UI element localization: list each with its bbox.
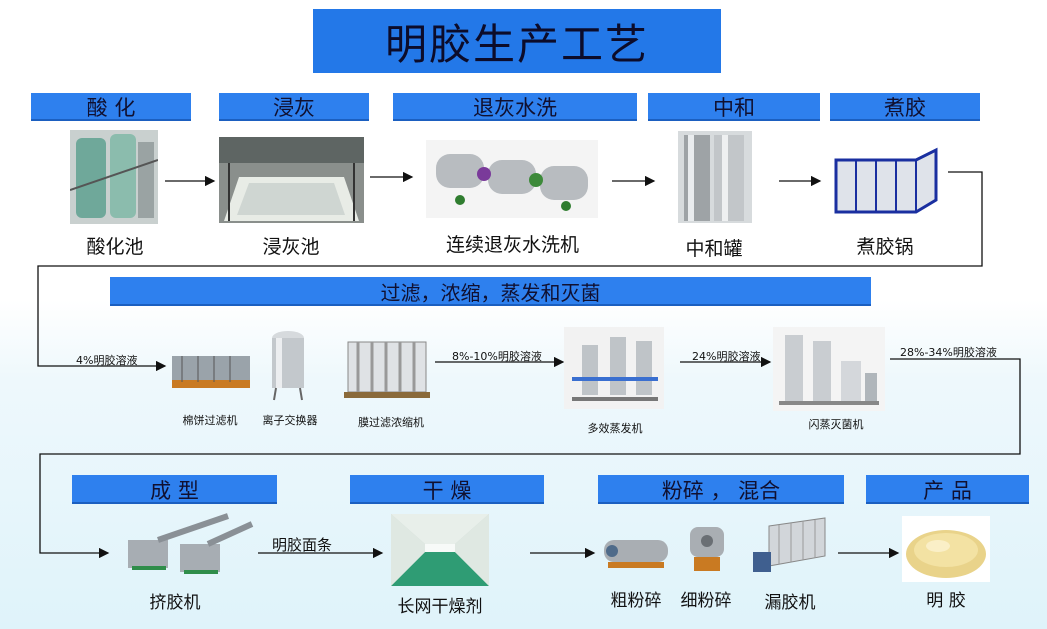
flow-label-8-10pct: 8%-10%明胶溶液 — [452, 350, 542, 363]
caption-lime-pool: 浸灰池 — [262, 236, 320, 258]
filter-press-image — [168, 342, 254, 394]
caption-fine-grinder: 细粉碎 — [680, 591, 732, 611]
dryer-image — [391, 514, 489, 586]
header-boiling: 煮胶 — [830, 93, 980, 121]
flow-label-4pct: 4%明胶溶液 — [76, 354, 138, 367]
wash-machine-image — [426, 140, 598, 218]
caption-evaporator: 多效蒸发机 — [587, 422, 643, 435]
gelatin-product-image — [902, 516, 990, 582]
membrane-filter-image — [338, 326, 436, 408]
header-drying: 干 燥 — [350, 475, 544, 504]
header-deliming-wash: 退灰水洗 — [393, 93, 637, 121]
boiling-pot-image — [826, 140, 944, 218]
connector-row1-row2 — [37, 171, 983, 372]
caption-flash-sterilizer: 闪蒸灭菌机 — [808, 418, 864, 431]
caption-acid-pool: 酸化池 — [86, 236, 144, 258]
caption-coarse-grinder: 粗粉碎 — [610, 591, 662, 611]
caption-filter-press: 棉饼过滤机 — [182, 414, 238, 427]
blender-image — [749, 516, 829, 580]
header-acidify: 酸 化 — [31, 93, 191, 121]
header-forming: 成 型 — [72, 475, 277, 504]
caption-neutralize-tank: 中和罐 — [685, 238, 743, 260]
flow-label-28-34pct: 28%-34%明胶溶液 — [900, 346, 997, 359]
caption-membrane-filter: 膜过滤浓缩机 — [358, 416, 424, 429]
caption-ion-exchanger: 离子交换器 — [262, 414, 318, 427]
neutralize-tank-image — [678, 131, 752, 223]
acid-tank-image — [69, 130, 159, 224]
header-neutralize: 中和 — [648, 93, 820, 121]
caption-boiling-pot: 煮胶锅 — [856, 236, 914, 258]
header-filter-concentrate: 过滤，浓缩，蒸发和灭菌 — [110, 277, 871, 306]
flash-sterilizer-image — [773, 327, 885, 411]
lime-pool-image — [219, 137, 364, 223]
connector-row2-row3 — [39, 358, 1021, 559]
caption-gelatin: 明 胶 — [926, 591, 966, 611]
extruder-image — [118, 510, 258, 582]
header-grinding-mixing: 粉碎 ， 混合 — [598, 475, 844, 504]
evaporator-image — [564, 327, 664, 409]
fine-grinder-image — [684, 519, 730, 575]
caption-blender: 漏胶机 — [764, 593, 816, 613]
header-product: 产 品 — [866, 475, 1029, 504]
ion-exchanger-image — [266, 328, 310, 402]
caption-wash-machine: 连续退灰水洗机 — [445, 234, 579, 256]
page-title: 明胶生产工艺 — [313, 9, 721, 73]
coarse-grinder-image — [600, 526, 672, 576]
flow-label-noodles: 明胶面条 — [272, 536, 333, 554]
caption-dryer: 长网干燥剂 — [397, 597, 483, 617]
caption-extruder: 挤胶机 — [149, 593, 201, 613]
flow-label-24pct: 24%明胶溶液 — [692, 350, 761, 363]
header-liming: 浸灰 — [219, 93, 369, 121]
